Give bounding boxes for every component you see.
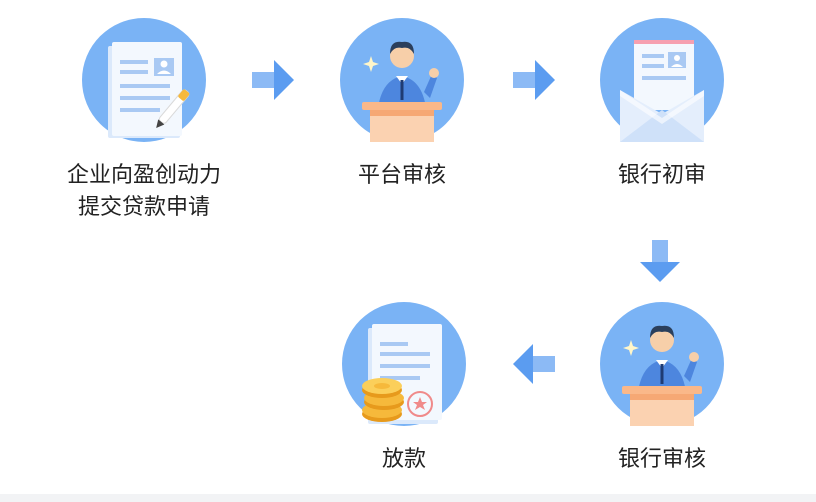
envelope-document-icon xyxy=(600,18,724,142)
step-apply-label: 企业向盈创动力 提交贷款申请 xyxy=(66,163,221,220)
arrow-right-icon xyxy=(252,60,294,100)
reviewer-icon xyxy=(600,302,724,426)
arrow-left-icon xyxy=(513,344,555,384)
step-bank-review-label: 银行审核 xyxy=(617,447,706,472)
step-bank-initial-icon xyxy=(600,18,724,142)
step-platform-review-icon xyxy=(340,18,464,142)
footer-bar xyxy=(0,494,816,502)
document-pen-icon xyxy=(82,18,206,142)
step-platform-review-label: 平台审核 xyxy=(357,163,446,188)
step-disburse-icon xyxy=(342,302,466,426)
arrow-right-icon xyxy=(513,60,555,100)
arrow-down-icon xyxy=(640,240,680,282)
step-disburse-label: 放款 xyxy=(381,447,426,472)
step-apply-icon xyxy=(82,18,206,142)
step-bank-review-icon xyxy=(600,302,724,426)
coins-document-icon xyxy=(342,302,466,426)
step-bank-initial-label: 银行初审 xyxy=(617,163,706,188)
reviewer-icon xyxy=(340,18,464,142)
